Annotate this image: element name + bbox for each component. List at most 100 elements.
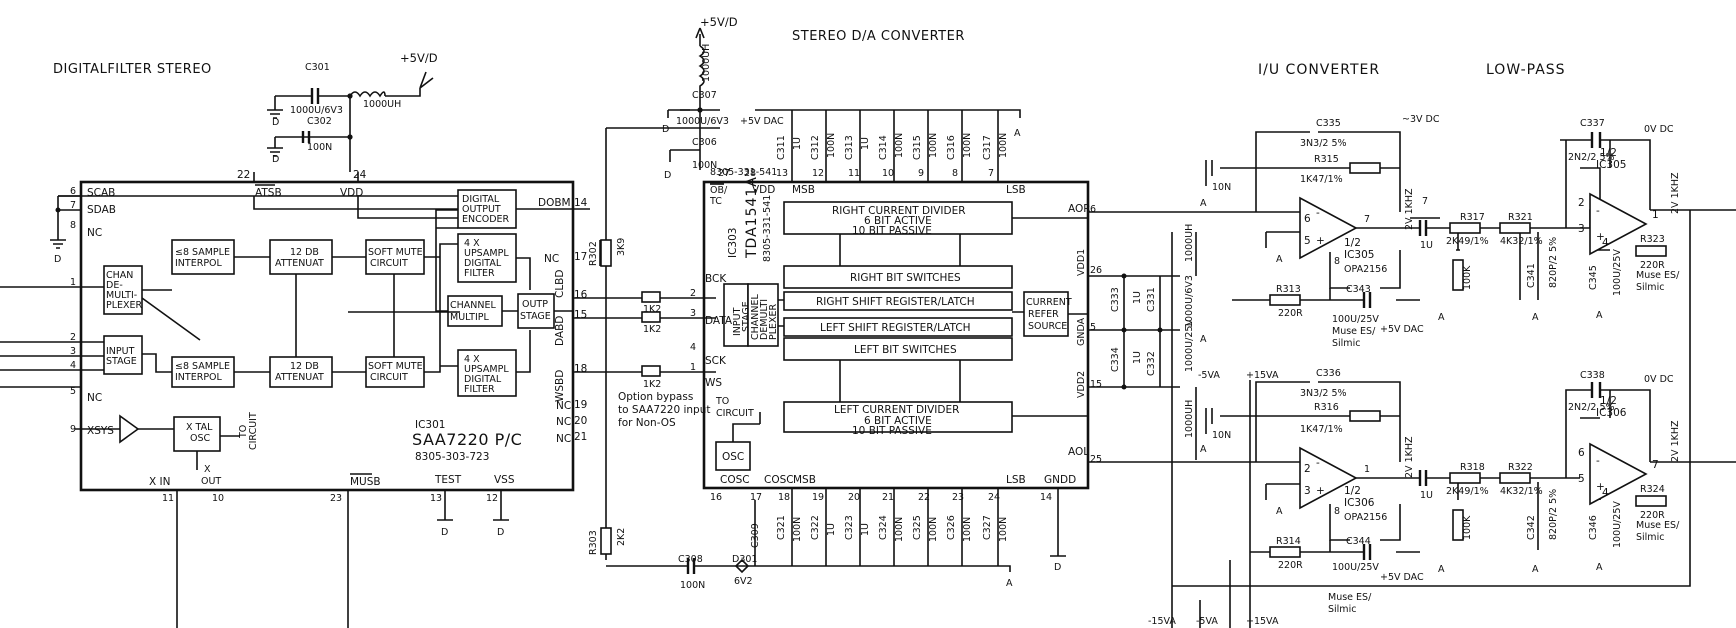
svg-text:1000UH: 1000UH (363, 99, 401, 110)
svg-text:GNDA: GNDA (1076, 317, 1087, 346)
svg-text:CHANNEL: CHANNEL (750, 294, 761, 340)
svg-text:16: 16 (710, 492, 722, 503)
svg-text:FILTER: FILTER (464, 268, 495, 279)
svg-text:100N: 100N (680, 580, 705, 591)
svg-text:C315: C315 (912, 135, 923, 160)
dac-rail-decoupling: C333 1U C331 1000U/6V3 C334 1U C332 1000… (1088, 224, 1220, 628)
decoupling-caps-top: C311 1U C312 100N C313 1U C314 100N C315… (776, 110, 1009, 182)
svg-text:WSBD: WSBD (554, 370, 566, 402)
svg-text:CLBD: CLBD (554, 270, 566, 298)
svg-text:MULTIPL: MULTIPL (450, 312, 489, 323)
svg-text:GNDD: GNDD (1044, 474, 1076, 486)
svg-text:2V 1KHZ: 2V 1KHZ (1670, 172, 1681, 214)
title-iu-converter: I/U CONVERTER (1258, 62, 1380, 78)
svg-text:A: A (1014, 128, 1021, 139)
svg-text:ATSB: ATSB (255, 187, 282, 199)
svg-text:C332: C332 (1146, 351, 1157, 376)
svg-text:8305-331-541: 8305-331-541 (762, 195, 773, 262)
svg-text:C326: C326 (946, 515, 957, 540)
svg-text:A: A (1596, 562, 1603, 573)
svg-text:OUTPUT: OUTPUT (462, 204, 501, 215)
svg-text:MUSB: MUSB (350, 476, 381, 488)
svg-text:OUTP: OUTP (522, 299, 548, 310)
svg-text:D301: D301 (732, 554, 757, 565)
svg-text:220R: 220R (1278, 308, 1303, 319)
ic303-tda1541a: OB/ TC VDD MSB LSB MSB LSB GNDD COSC COS… (690, 167, 1102, 503)
svg-text:10 BIT PASSIVE: 10 BIT PASSIVE (852, 425, 932, 437)
svg-text:DABD: DABD (554, 316, 566, 346)
svg-text:14: 14 (1040, 492, 1052, 503)
svg-text:AOL: AOL (1068, 446, 1089, 458)
svg-text:100N: 100N (928, 517, 939, 542)
svg-text:-: - (1596, 455, 1600, 467)
svg-text:7: 7 (1364, 214, 1370, 225)
svg-text:0V DC: 0V DC (1644, 124, 1674, 135)
svg-text:≤8 SAMPLE: ≤8 SAMPLE (175, 361, 230, 372)
svg-text:2V 1KHZ: 2V 1KHZ (1404, 188, 1415, 230)
svg-text:2: 2 (690, 288, 696, 299)
svg-text:DEMULTI: DEMULTI (759, 299, 770, 340)
svg-text:1000U/25V: 1000U/25V (1184, 319, 1195, 372)
svg-text:VDD2: VDD2 (1076, 371, 1087, 398)
ic301-saa7220: 22 24 ATSB VDD 6 7 8 SCAB SDAB NC NC XSY… (0, 169, 588, 628)
svg-text:3: 3 (1304, 485, 1311, 497)
svg-text:5: 5 (1578, 473, 1585, 485)
svg-text:6: 6 (70, 186, 76, 197)
svg-text:1: 1 (1364, 464, 1370, 475)
svg-text:20: 20 (574, 415, 587, 427)
svg-text:1U: 1U (1132, 291, 1143, 304)
svg-text:INTERPOL: INTERPOL (175, 372, 223, 383)
svg-text:24: 24 (353, 169, 367, 181)
svg-text:2V 1KHZ: 2V 1KHZ (1404, 436, 1415, 478)
svg-text:Muse ES/: Muse ES/ (1636, 520, 1680, 531)
svg-text:4 X: 4 X (464, 238, 480, 249)
svg-text:15: 15 (1090, 379, 1102, 390)
svg-text:SCK: SCK (705, 355, 727, 367)
svg-text:D: D (1054, 562, 1061, 573)
svg-text:8305-331-541: 8305-331-541 (710, 167, 777, 178)
svg-text:12: 12 (812, 168, 824, 179)
svg-text:for Non-OS: for Non-OS (618, 417, 676, 429)
svg-text:-: - (1596, 205, 1600, 217)
svg-text:2K49/1%: 2K49/1% (1446, 486, 1489, 497)
svg-text:5: 5 (1090, 322, 1096, 333)
svg-text:1/2: 1/2 (1344, 237, 1361, 249)
svg-text:100U/25V: 100U/25V (1612, 249, 1623, 296)
svg-text:+15VA: +15VA (1246, 616, 1279, 627)
svg-text:C314: C314 (878, 135, 889, 160)
svg-text:D: D (497, 527, 504, 538)
svg-text:6 BIT ACTIVE: 6 BIT ACTIVE (864, 215, 932, 227)
svg-text:C307: C307 (692, 90, 717, 101)
svg-text:A: A (1438, 564, 1445, 575)
svg-text:-5VA: -5VA (1196, 616, 1218, 627)
svg-text:100N: 100N (962, 517, 973, 542)
svg-text:STAGE: STAGE (741, 301, 752, 332)
svg-text:C323: C323 (844, 515, 855, 540)
svg-text:100N: 100N (894, 133, 905, 158)
svg-text:WS: WS (705, 377, 722, 389)
svg-text:FILTER: FILTER (464, 384, 495, 395)
svg-text:A: A (1200, 444, 1207, 455)
svg-text:LEFT BIT SWITCHES: LEFT BIT SWITCHES (854, 344, 957, 356)
svg-text:1U: 1U (1132, 351, 1143, 364)
svg-text:8: 8 (1334, 256, 1340, 267)
bottom-rails: Muse ES/ Silmic -15VA -5VA +15VA (1148, 210, 1691, 628)
svg-text:OPA2156: OPA2156 (1344, 512, 1387, 523)
svg-text:OSC: OSC (722, 451, 744, 463)
svg-text:10N: 10N (1212, 182, 1231, 193)
svg-text:MULTI-: MULTI- (106, 290, 137, 301)
svg-text:2: 2 (1304, 463, 1311, 475)
svg-text:Silmic: Silmic (1328, 604, 1356, 615)
svg-text:1000UH: 1000UH (701, 44, 712, 82)
svg-text:C317: C317 (982, 135, 993, 160)
svg-text:5: 5 (70, 386, 76, 397)
svg-text:12: 12 (486, 493, 498, 504)
svg-text:≤8 SAMPLE: ≤8 SAMPLE (175, 247, 230, 258)
svg-text:17: 17 (574, 251, 587, 263)
svg-text:7: 7 (988, 168, 994, 179)
svg-text:4 X: 4 X (464, 354, 480, 365)
svg-text:C342: C342 (1526, 515, 1537, 540)
svg-text:R318: R318 (1460, 462, 1485, 473)
svg-text:3: 3 (1578, 223, 1585, 235)
svg-text:TDA1541A: TDA1541A (744, 176, 760, 259)
